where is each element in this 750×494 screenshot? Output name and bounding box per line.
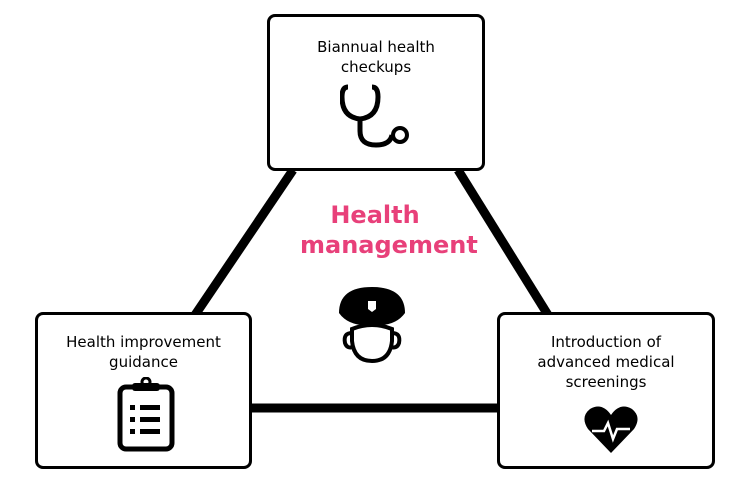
officer-icon — [339, 287, 405, 364]
node-label: Biannual health checkups — [317, 38, 435, 76]
node-improvement-guidance: Health improvement guidance — [35, 312, 252, 469]
heart-pulse-icon — [584, 406, 638, 453]
node-biannual-checkups: Biannual health checkups — [267, 14, 485, 171]
clipboard-list-icon — [117, 377, 175, 452]
node-label: Health improvement guidance — [66, 333, 221, 371]
node-advanced-screenings: Introduction of advanced medical screeni… — [497, 312, 715, 469]
center-title: Health management — [300, 201, 478, 259]
stethoscope-icon — [340, 84, 409, 148]
node-label: Introduction of advanced medical screeni… — [537, 333, 675, 391]
